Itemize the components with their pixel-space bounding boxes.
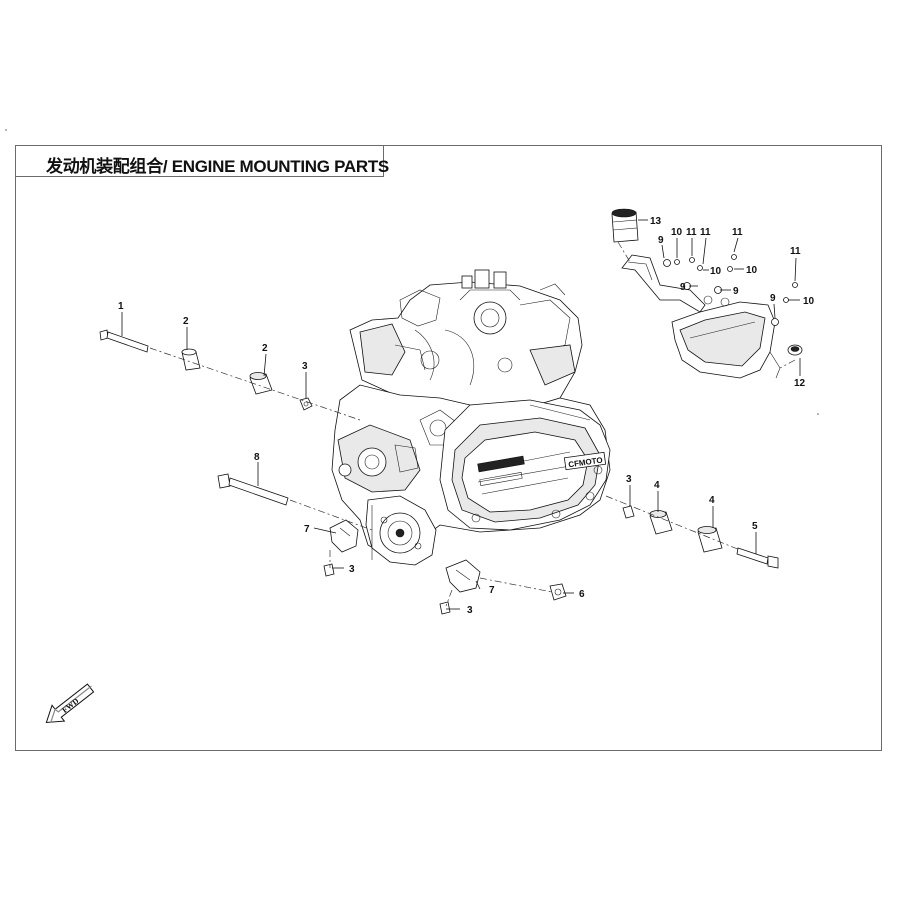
callout-10-b: 10	[710, 266, 722, 277]
callout-2-left: 2	[183, 316, 189, 327]
callout-8: 8	[254, 452, 260, 463]
callout-11-b: 11	[700, 227, 711, 238]
callout-11-a: 11	[686, 227, 697, 238]
callout-labels: 1 2 2 3 8 7 3 7 3 6 3 4 4 5 13 12 9 10 1…	[118, 216, 815, 616]
part-nut-3b	[323, 563, 335, 577]
callout-13: 13	[650, 216, 662, 227]
part-bushing-4a	[649, 510, 673, 535]
callout-9-b: 9	[680, 282, 686, 293]
part-bushing-4b	[697, 526, 723, 553]
page-title: 发动机装配组合/ ENGINE MOUNTING PARTS	[46, 157, 389, 176]
callout-3-right: 3	[626, 474, 632, 485]
callout-12: 12	[794, 378, 806, 389]
callout-10-a: 10	[671, 227, 683, 238]
callout-3-lower: 3	[467, 605, 473, 616]
stray-mark	[817, 413, 819, 415]
callout-7-lower: 7	[489, 585, 495, 596]
bracket-fasteners	[663, 254, 798, 326]
callout-2-right: 2	[262, 343, 268, 354]
part-bolt-1	[99, 329, 149, 353]
stray-mark	[5, 129, 7, 131]
callout-4-left: 4	[654, 480, 660, 491]
diagram-frame	[15, 145, 882, 751]
title-box	[15, 145, 384, 177]
fwd-arrow-icon: FWD	[45, 683, 95, 724]
callout-6: 6	[579, 589, 585, 600]
part-bracket-7a	[329, 519, 359, 553]
callout-9-a: 9	[658, 235, 664, 246]
part-nut-6	[549, 583, 567, 601]
callout-7-upper: 7	[304, 524, 310, 535]
callout-3-lower-left: 3	[349, 564, 355, 575]
callout-10-d: 10	[803, 296, 815, 307]
callout-1: 1	[118, 301, 124, 312]
part-bolt-8	[217, 473, 289, 506]
callout-11-c: 11	[732, 227, 743, 238]
leader-lines	[121, 219, 801, 610]
center-lines	[149, 241, 796, 607]
callout-5: 5	[752, 521, 758, 532]
part-nut-3d	[622, 505, 635, 519]
part-nut-3c	[439, 601, 451, 615]
engine-illustration: CFMOTO	[331, 269, 611, 566]
callout-10-c: 10	[746, 265, 758, 276]
part-bolt-5	[736, 547, 779, 569]
callout-9-c: 9	[733, 286, 739, 297]
callout-9-d: 9	[770, 293, 776, 304]
callout-3-top: 3	[302, 361, 308, 372]
bracket-assembly	[611, 208, 803, 379]
callout-11-d: 11	[790, 246, 801, 257]
part-nut-3a	[299, 397, 313, 411]
part-bushing-2a	[181, 348, 201, 371]
callout-4-right: 4	[709, 495, 715, 506]
part-bushing-2b	[249, 372, 273, 395]
part-bracket-7b	[445, 559, 481, 593]
